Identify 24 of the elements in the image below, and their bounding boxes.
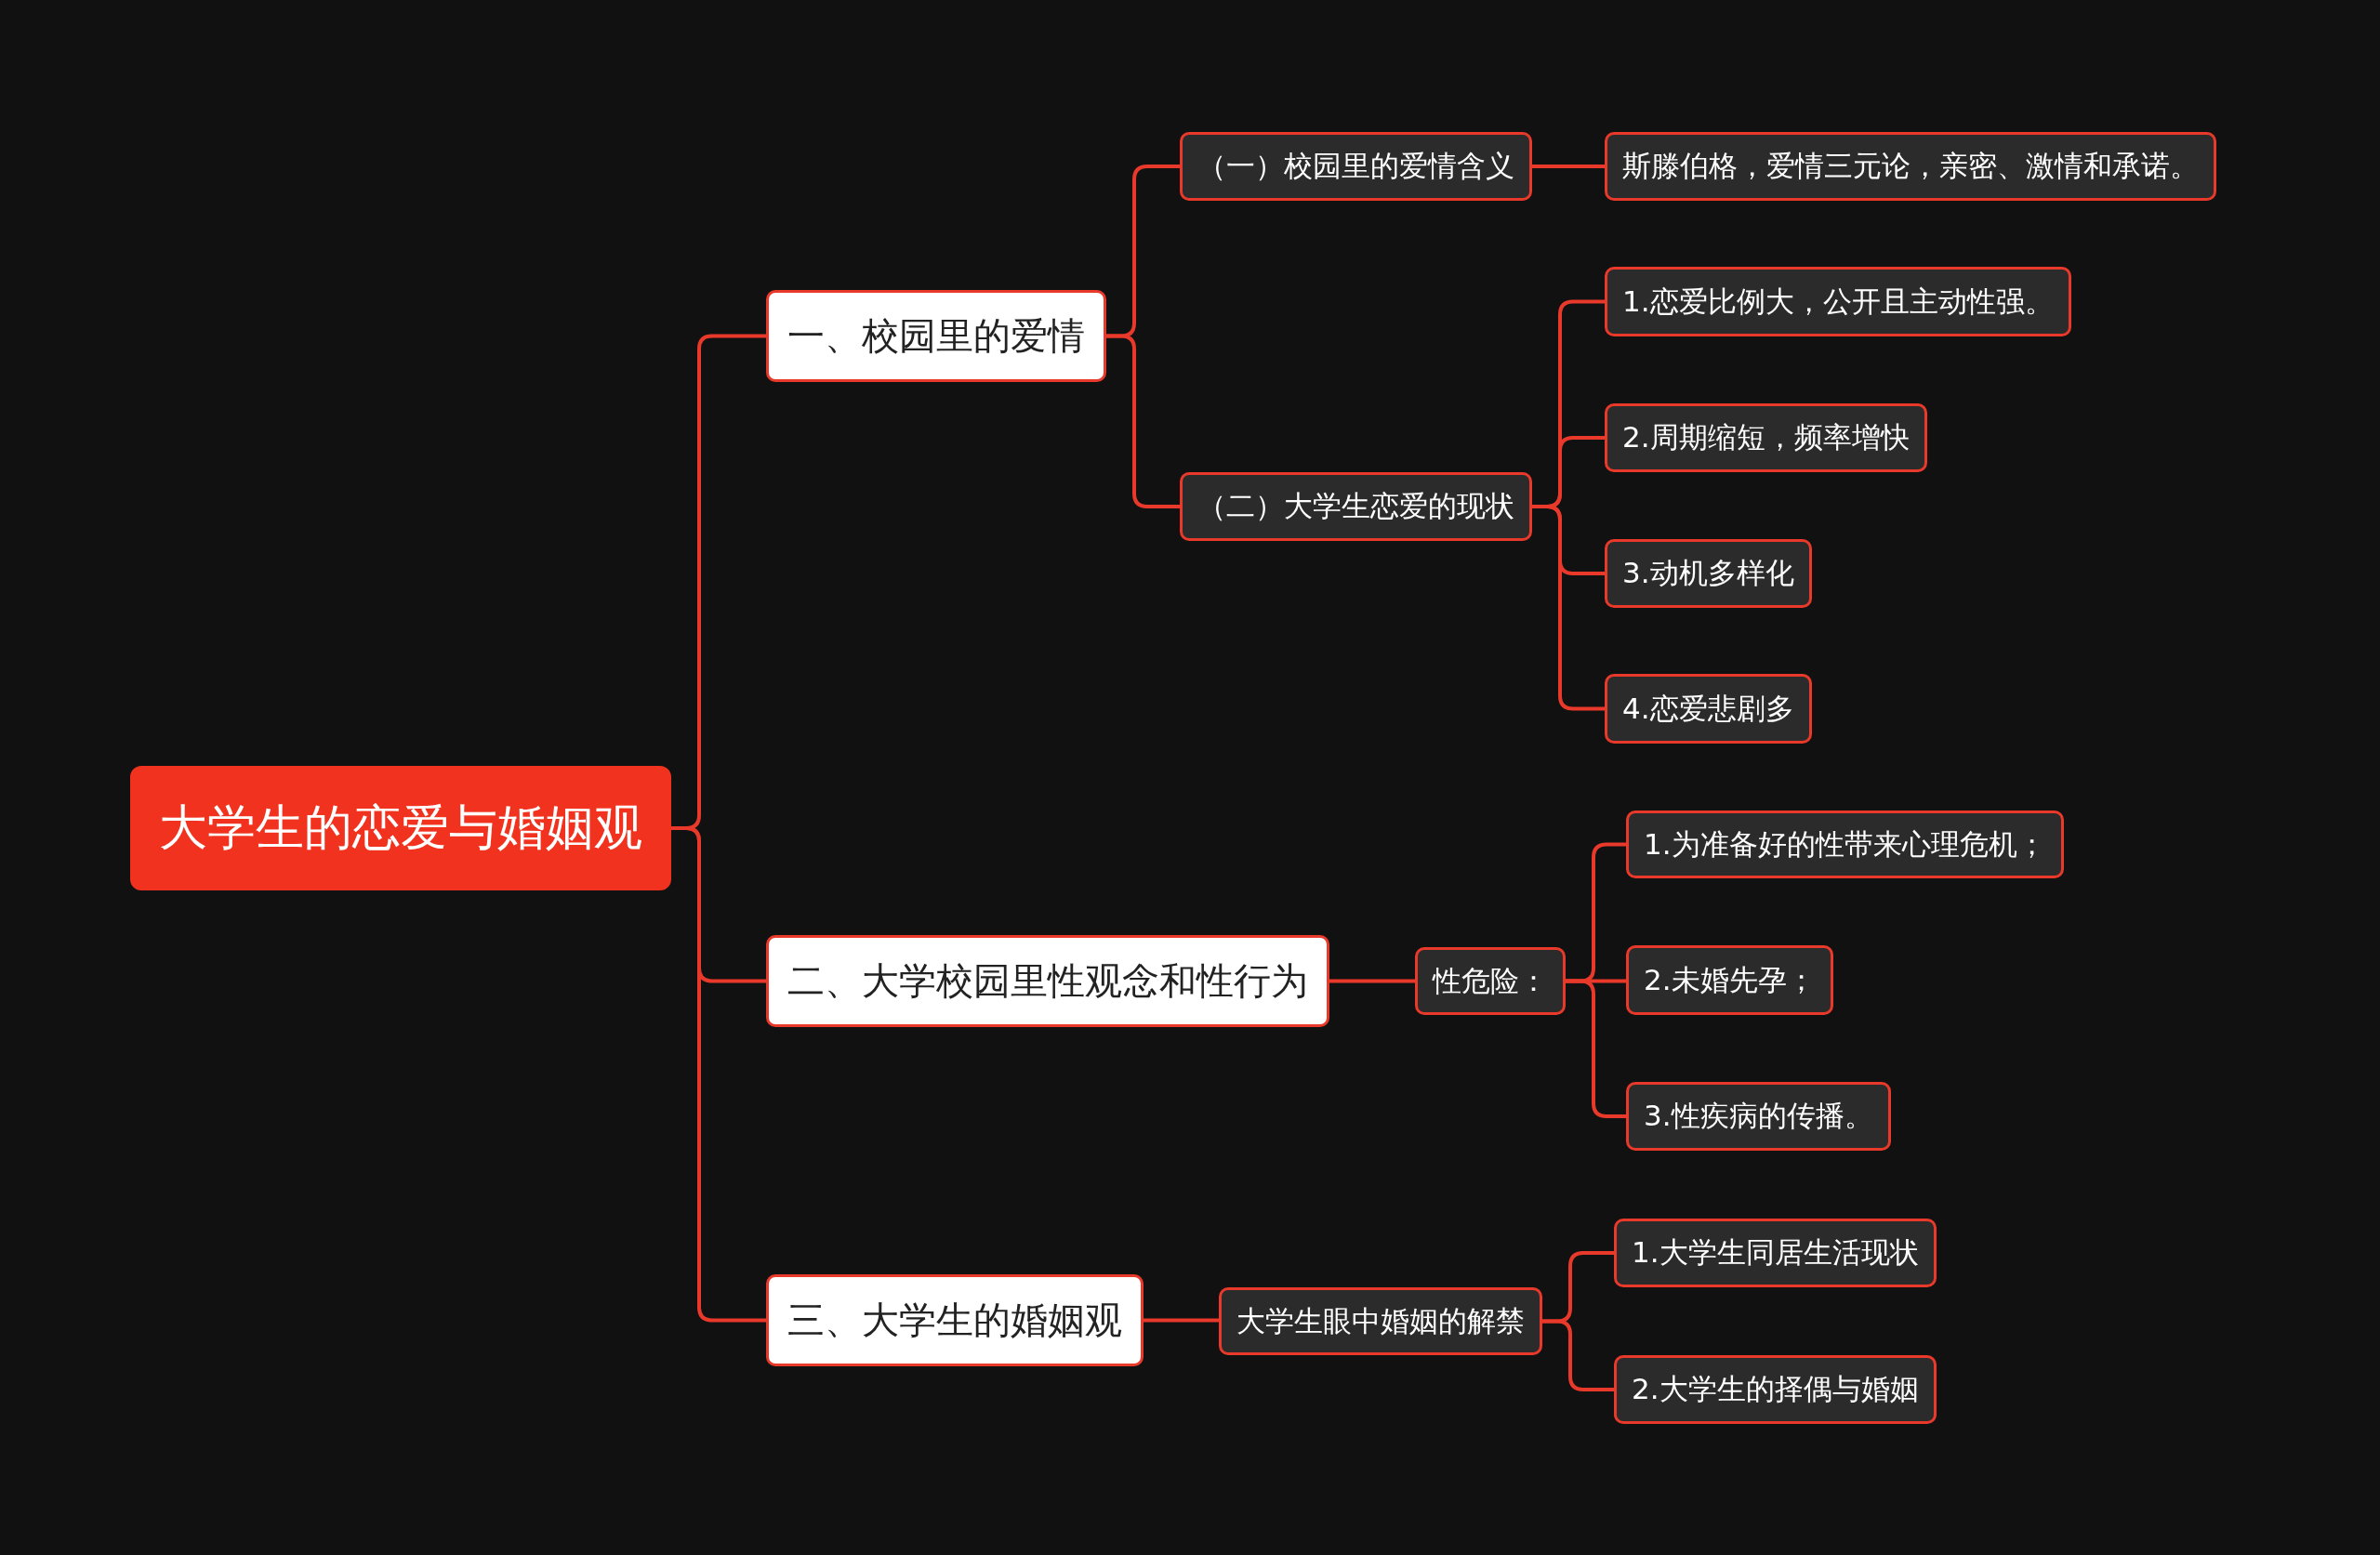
subtopic-box: 1.恋爱比例大，公开且主动性强。 bbox=[1605, 267, 2071, 336]
subtopic-box: 2.大学生的择偶与婚姻 bbox=[1614, 1355, 1937, 1424]
connector-line bbox=[1106, 334, 1180, 508]
subtopic-box: 3.动机多样化 bbox=[1605, 539, 1812, 608]
subtopic-box: 3.性疾病的传播。 bbox=[1626, 1082, 1891, 1151]
topic-box: 二、大学校园里性观念和性行为 bbox=[766, 935, 1329, 1027]
subtopic-box: 1.为准备好的性带来心理危机； bbox=[1626, 810, 2064, 878]
connector-line bbox=[1532, 505, 1605, 711]
subtopic-box: 斯滕伯格，爱情三元论，亲密、激情和承诺。 bbox=[1605, 132, 2216, 201]
subtopic-box: 大学生眼中婚姻的解禁 bbox=[1219, 1287, 1542, 1355]
subtopic-box: 2.未婚先孕； bbox=[1626, 945, 1833, 1015]
subtopic-box: 1.大学生同居生活现状 bbox=[1614, 1219, 1937, 1287]
connector-line bbox=[1144, 1318, 1219, 1323]
connector-line bbox=[1532, 165, 1605, 168]
subtopic-box: （一）校园里的爱情含义 bbox=[1180, 132, 1532, 201]
root-topic-box: 大学生的恋爱与婚姻观 bbox=[130, 766, 671, 890]
subtopic-box: （二）大学生恋爱的现状 bbox=[1180, 472, 1532, 541]
topic-box: 一、校园里的爱情 bbox=[766, 290, 1106, 382]
connector-line bbox=[1542, 1319, 1614, 1391]
subtopic-box: 性危险： bbox=[1415, 947, 1566, 1015]
connector-line bbox=[1329, 979, 1415, 983]
topic-box: 三、大学生的婚姻观 bbox=[766, 1274, 1144, 1366]
subtopic-box: 2.周期缩短，频率增快 bbox=[1605, 403, 1927, 472]
subtopic-box: 4.恋爱悲剧多 bbox=[1605, 674, 1812, 744]
